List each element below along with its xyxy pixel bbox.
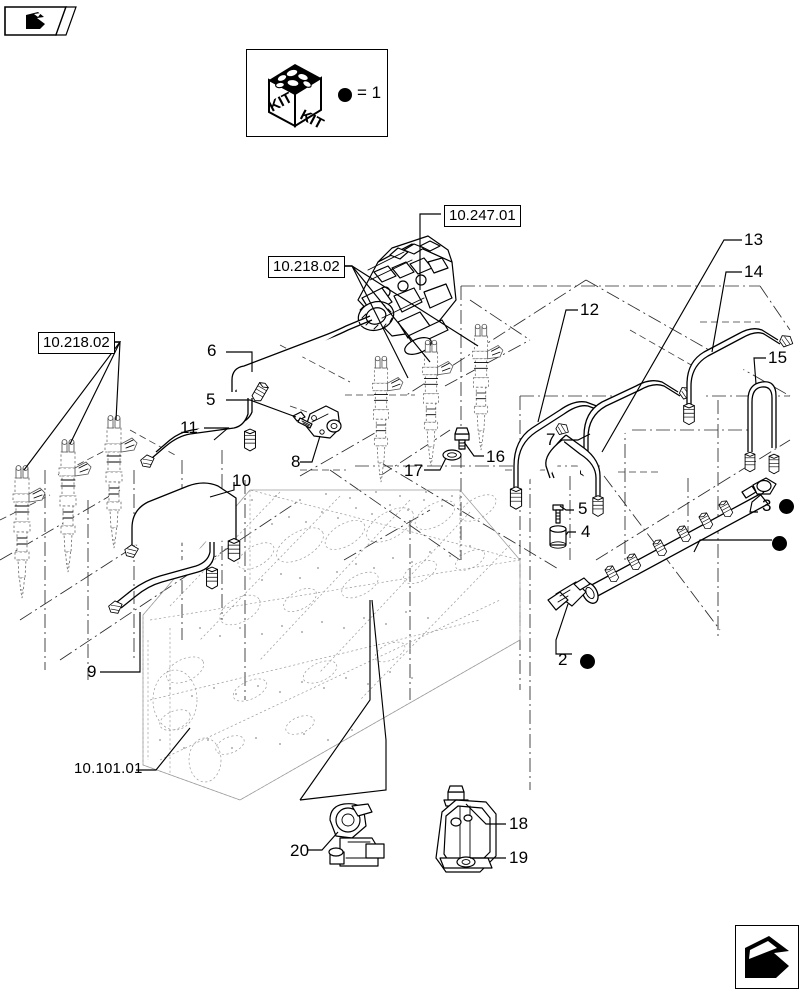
callout-3[interactable]: 3 (762, 496, 772, 515)
banjo-bolt-5 (292, 411, 313, 429)
kit-box-icon: KIT KIT (266, 64, 326, 133)
callout-14[interactable]: 14 (744, 262, 764, 281)
callout-9[interactable]: 9 (87, 662, 97, 681)
kit-legend-box: KIT KIT (246, 49, 388, 137)
fuel-line-14 (683, 328, 796, 426)
callout-11[interactable]: 11 (180, 418, 199, 437)
callout-16[interactable]: 16 (486, 447, 506, 466)
line-bracket-19 (435, 799, 497, 873)
callout-10[interactable]: 10 (232, 471, 252, 490)
rail-pressure-sensor (547, 577, 591, 611)
callout-7[interactable]: 7 (546, 430, 556, 449)
reference-label-10-218-02-pump[interactable]: 10.218.02 (268, 256, 345, 278)
reference-label-10-101-01[interactable]: 10.101.01 (74, 760, 143, 777)
arrow-logo-icon (26, 12, 45, 29)
reference-label-10-218-02-injectors[interactable]: 10.218.02 (38, 332, 115, 354)
fuel-line-7 (545, 420, 604, 517)
fuel-line-13 (580, 380, 696, 478)
injector-clamp-bolt-16 (454, 427, 470, 450)
kit-dot-2 (580, 654, 595, 669)
fuel-injectors (12, 415, 138, 599)
fuel-line-11 (139, 398, 256, 470)
fuel-line-9 (107, 542, 218, 616)
cylinder-head-assembly (142, 489, 521, 801)
high-pressure-fuel-pump (357, 235, 457, 355)
reference-label-10-247-01[interactable]: 10.247.01 (444, 205, 521, 227)
callout-18[interactable]: 18 (509, 814, 529, 833)
fuel-line-6 (231, 315, 373, 404)
footer-brand-logo (735, 925, 799, 989)
callout-17[interactable]: 17 (404, 461, 424, 480)
kit-dot-3 (779, 499, 794, 514)
fuel-connector-block (305, 405, 342, 439)
common-fuel-rail (547, 477, 777, 611)
callout-20[interactable]: 20 (290, 841, 310, 860)
seal-washer-17 (442, 449, 462, 461)
filled-circle-icon (338, 88, 352, 102)
fuel-line-10 (123, 482, 241, 562)
callout-5-rail[interactable]: 5 (578, 499, 588, 518)
kit-equals-label: = 1 (357, 83, 382, 102)
line-clamp-20 (328, 803, 385, 867)
callout-2[interactable]: 2 (558, 650, 568, 669)
fuel-line-15 (744, 381, 780, 475)
callout-12[interactable]: 12 (580, 300, 600, 319)
callout-6[interactable]: 6 (207, 341, 217, 360)
corner-brand-tag (4, 6, 78, 36)
callout-8[interactable]: 8 (291, 452, 301, 471)
callout-19[interactable]: 19 (509, 848, 529, 867)
fuel-injectors-installed (372, 323, 504, 483)
callout-5-block[interactable]: 5 (206, 390, 216, 409)
arrow-logo-icon (745, 936, 789, 978)
callout-15[interactable]: 15 (768, 348, 788, 367)
construction-lines (0, 279, 791, 790)
kit-dot-rail (772, 536, 787, 551)
callout-13[interactable]: 13 (744, 230, 764, 249)
rail-support-bolt-and-spacer (549, 504, 567, 549)
callout-4[interactable]: 4 (581, 522, 591, 541)
